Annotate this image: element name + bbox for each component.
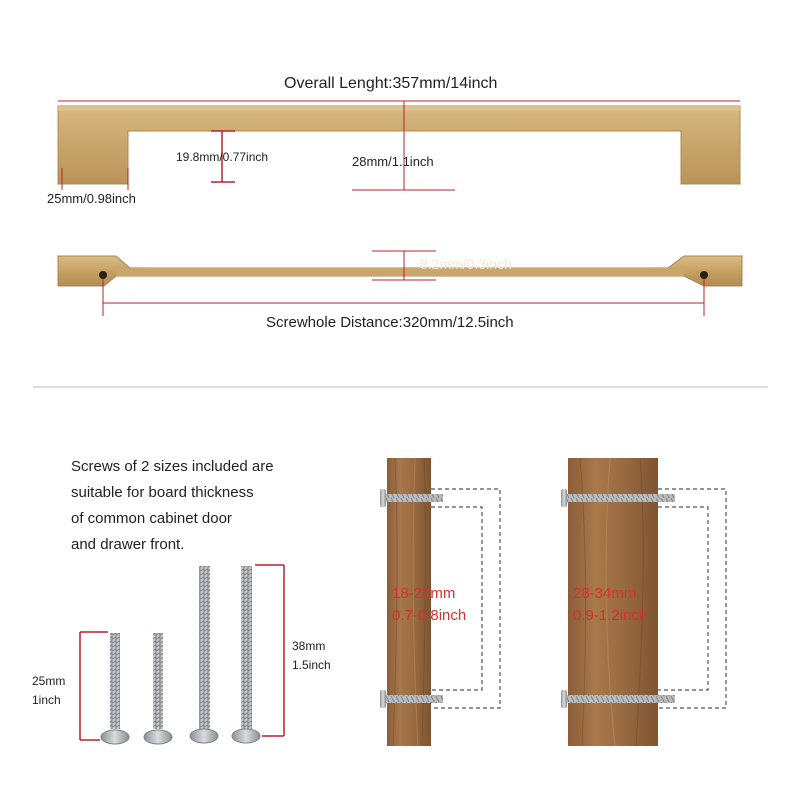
board2-range-inch: 0.9-1.2inch: [573, 607, 648, 624]
handle-side-view: [57, 255, 743, 287]
description-line: suitable for board thickness: [71, 484, 254, 501]
bar-thickness-dimension: [372, 250, 436, 281]
description-text: Screws of 2 sizes included are suitable …: [71, 454, 274, 558]
long-screw-inch: 1.5inch: [292, 658, 331, 672]
board2-screws: [561, 489, 675, 708]
description-line: of common cabinet door: [71, 510, 232, 527]
description-line: and drawer front.: [71, 536, 185, 553]
board2-dashed-guides: [658, 488, 727, 709]
long-screw-bracket: [255, 564, 285, 737]
screw-hole-right: [700, 271, 708, 279]
board1-thickness-label: 18-20mm 0.7-0.8inch: [392, 583, 466, 627]
screwhole-distance-label: Screwhole Distance:320mm/12.5inch: [266, 314, 514, 331]
short-screw-mm: 25mm: [32, 674, 66, 688]
board1-range-inch: 0.7-0.8inch: [392, 607, 467, 624]
board2-range-mm: 28-34mm: [573, 585, 637, 602]
short-screw-icon: [143, 633, 173, 745]
inner-height-dimension: [211, 130, 235, 183]
long-screw-size-label: 38mm 1.5inch: [292, 637, 331, 675]
long-screw-icon: [189, 566, 219, 744]
projection-label: 28mm/1.1inch: [352, 154, 434, 169]
handle-top-view: [57, 105, 741, 185]
long-screw-mm: 38mm: [292, 639, 326, 653]
board1-dashed-guides: [431, 488, 501, 709]
long-screw-icon: [231, 566, 261, 744]
short-screw-icon: [100, 633, 130, 745]
projection-dimension: [352, 101, 455, 191]
short-screw-inch: 1inch: [32, 693, 61, 707]
board2-thickness-label: 28-34mm 0.9-1.2inch: [573, 583, 647, 627]
short-screw-size-label: 25mm 1inch: [32, 672, 65, 710]
board1-screws: [380, 489, 443, 708]
screwhole-distance-dimension: [102, 279, 705, 316]
description-line: Screws of 2 sizes included are: [71, 458, 274, 475]
screw-hole-left: [99, 271, 107, 279]
inner-height-label: 19.8mm/0.77inch: [176, 150, 269, 164]
overall-length-label: Overall Lenght:357mm/14inch: [284, 75, 498, 92]
short-screw-bracket: [79, 631, 108, 741]
bar-thickness-label: 8.2mm/0.3inch: [420, 256, 512, 272]
leg-width-dimension: [61, 168, 129, 190]
leg-width-label: 25mm/0.98inch: [47, 191, 136, 206]
board1-range-mm: 18-20mm: [392, 585, 456, 602]
